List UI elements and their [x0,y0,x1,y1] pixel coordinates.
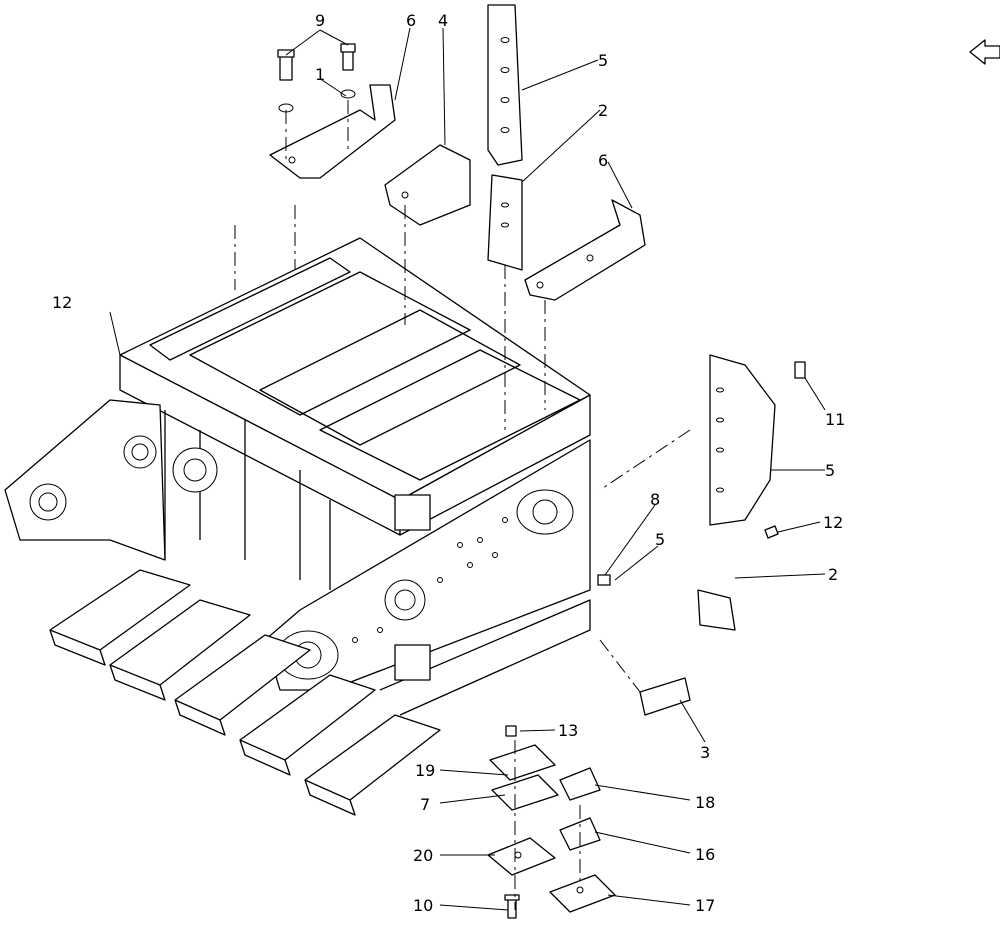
block-3 [639,677,691,716]
plate-20 [487,837,556,876]
callout-12-right: 12 [823,513,843,532]
callout-3: 3 [700,743,710,762]
plate-18 [559,767,601,801]
callout-2-upper: 2 [598,101,608,120]
bracket-6-right [524,199,646,301]
plate-19 [489,744,556,781]
plate-17 [549,874,616,913]
callout-12-left: 12 [52,293,72,312]
bracket-6-upper [269,84,396,179]
callout-5-upper: 5 [598,51,608,70]
callout-5-right: 5 [825,461,835,480]
callout-20: 20 [413,846,433,865]
shim-2-right [697,589,736,631]
callout-7: 7 [420,795,430,814]
track-channels [49,569,441,816]
callout-18: 18 [695,793,715,812]
callout-9: 9 [315,11,325,30]
callout-13: 13 [558,721,578,740]
mount-4 [384,144,471,226]
strap-5-upper [487,4,523,166]
callout-10: 10 [413,896,433,915]
callout-16: 16 [695,845,715,864]
callout-6-upper: 6 [406,11,416,30]
assembly-center-lines [234,100,691,910]
fasteners [277,43,806,919]
callout-2-right: 2 [828,565,838,584]
callout-6-right: 6 [598,151,608,170]
leader-lines [109,27,826,911]
plate-7 [491,774,559,811]
callout-8: 8 [650,490,660,509]
strap-5-right [709,354,776,526]
main-frame [4,237,591,716]
direction-arrow-icon [969,39,1000,65]
callout-1: 1 [315,65,325,84]
callout-17: 17 [695,896,715,915]
callout-19: 19 [415,761,435,780]
callout-5-lower: 5 [655,530,665,549]
callout-11: 11 [825,410,845,429]
callout-4: 4 [438,11,448,30]
